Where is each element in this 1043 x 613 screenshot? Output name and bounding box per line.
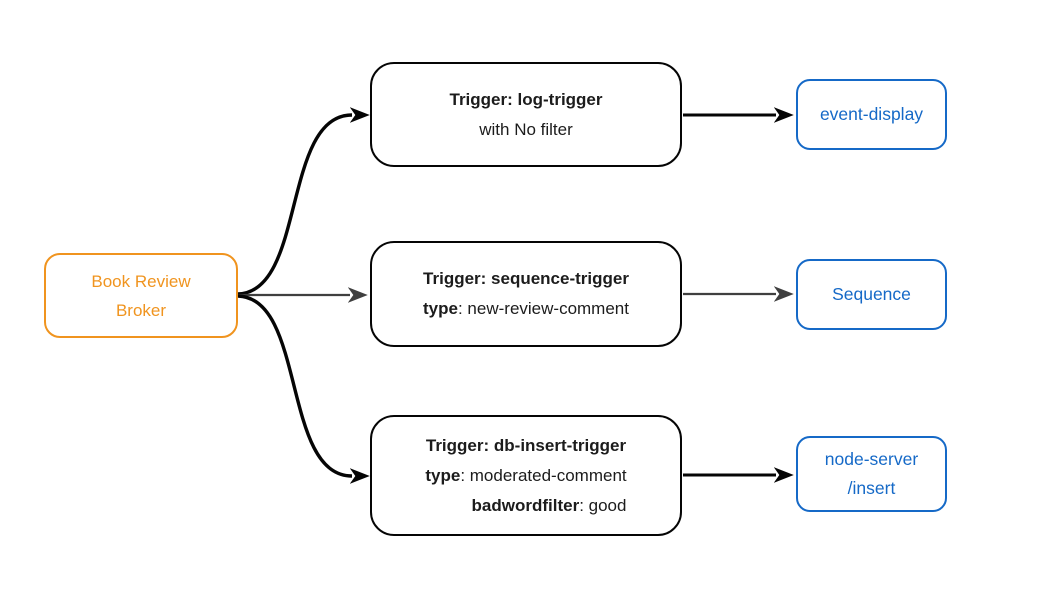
trigger-node-db-insert-trigger: Trigger: db-insert-trigger type: moderat… [370, 415, 682, 536]
trigger-title: Trigger: log-trigger [449, 89, 603, 109]
trigger-filter-line: with No filter [479, 119, 573, 139]
arrow-broker-to-log-trigger [237, 107, 370, 296]
arrow-broker-to-db-insert-trigger [237, 294, 370, 484]
trigger-title: Trigger: sequence-trigger [423, 269, 629, 288]
sink-node-sequence: Sequence [796, 259, 947, 330]
sink-node-node-server-insert: node-server /insert [796, 436, 947, 512]
trigger-filter-line: type: new-review-comment [423, 299, 629, 318]
broker-node: Book Review Broker [44, 253, 238, 338]
trigger-node-log-trigger: Trigger: log-trigger with No filter [370, 62, 682, 167]
trigger-node-sequence-trigger: Trigger: sequence-trigger type: new-revi… [370, 241, 682, 347]
trigger-extra-line: badwordfilter: good [471, 495, 627, 515]
trigger-title: Trigger: db-insert-trigger [425, 435, 627, 455]
trigger-filter-line: type: moderated-comment [425, 465, 627, 485]
sink-node-event-display: event-display [796, 79, 947, 150]
